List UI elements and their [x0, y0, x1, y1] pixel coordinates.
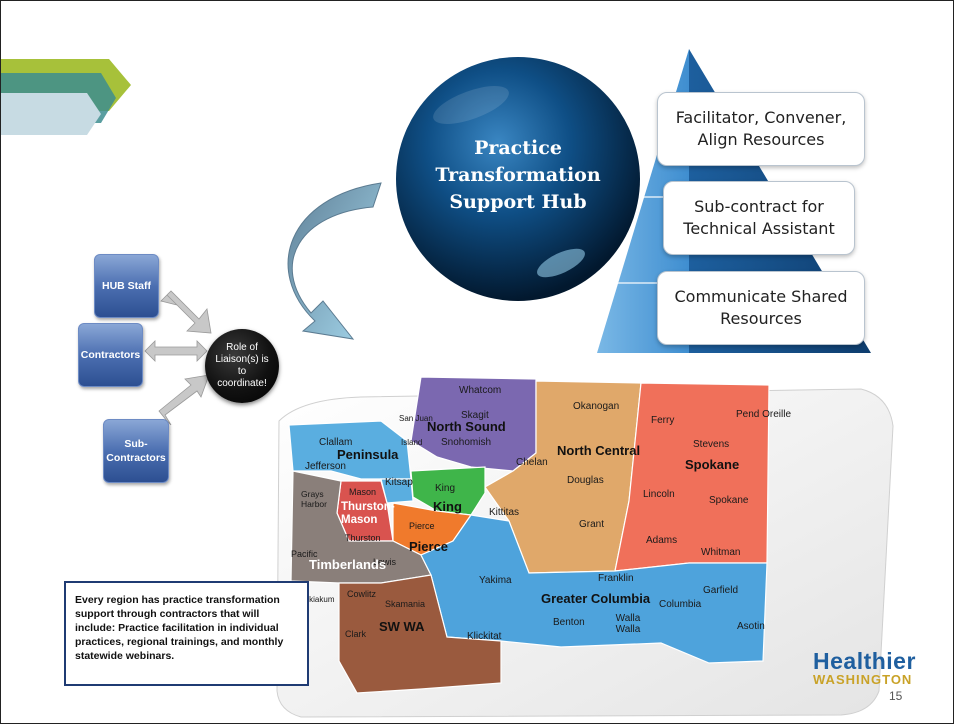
- hub-title: Practice Transformation Support Hub: [403, 135, 633, 216]
- county-label: Clark: [345, 629, 367, 639]
- healthier-washington-logo: Healthier WASHINGTON: [813, 649, 916, 687]
- county-label: King: [435, 483, 456, 494]
- note-text: Every region has practice transformation…: [75, 594, 284, 662]
- pyramid-item-facilitator: Facilitator, Convener, Align Resources: [657, 92, 865, 166]
- county-label: Skamania: [385, 599, 426, 609]
- region-label: King: [433, 499, 462, 514]
- county-label: Snohomish: [441, 437, 492, 448]
- county-label: Stevens: [693, 439, 730, 450]
- region-sw-wa: [338, 574, 502, 694]
- note-box: Every region has practice transformation…: [64, 581, 309, 686]
- region-label: Greater Columbia: [541, 591, 651, 606]
- county-label: Ferry: [651, 415, 675, 426]
- county-label: Franklin: [598, 573, 634, 584]
- region-label: Peninsula: [337, 447, 399, 462]
- header-chevron-decoration: [1, 59, 131, 135]
- contractors-box: Contractors: [78, 323, 143, 387]
- county-label: Lewis: [373, 557, 397, 567]
- liaison-circle: Role of Liaison(s) is to coordinate!: [205, 329, 279, 403]
- region-label: North Central: [557, 443, 641, 458]
- county-label: Asotin: [737, 621, 765, 632]
- county-label: Grays Harbor: [301, 489, 327, 509]
- region-label: Spokane: [685, 457, 740, 472]
- region-label: North Sound: [427, 419, 506, 434]
- county-label: Jefferson: [305, 461, 346, 472]
- county-label: Douglas: [567, 475, 604, 486]
- sub-contractors-box: Sub-Contractors: [103, 419, 169, 483]
- county-label: Walla Walla: [615, 613, 641, 635]
- county-label: Kitsap: [385, 477, 413, 488]
- logo-line-2: WASHINGTON: [813, 672, 913, 687]
- county-label: Kittitas: [489, 507, 520, 518]
- county-label: Island: [401, 438, 423, 447]
- county-label: Skagit: [461, 410, 489, 421]
- hub-title-line-1: Practice: [474, 137, 562, 159]
- county-label: Whatcom: [459, 385, 502, 396]
- hub-title-line-3: Support Hub: [449, 191, 587, 213]
- county-label: Thurston: [345, 533, 381, 543]
- region-greater-columbia: [420, 514, 768, 664]
- county-label: Cowlitz: [347, 589, 377, 599]
- county-label: Pierce: [409, 521, 435, 531]
- county-label: Garfield: [703, 585, 739, 596]
- county-label: Whitman: [701, 547, 741, 558]
- page-number: 15: [889, 689, 903, 703]
- logo-line-1: Healthier: [813, 648, 916, 674]
- county-label: Benton: [553, 617, 585, 628]
- hub-sphere: [396, 57, 640, 301]
- liaison-text: Role of Liaison(s) is to coordinate!: [215, 342, 269, 389]
- county-label: Pend Oreille: [736, 409, 792, 420]
- hub-title-line-2: Transformation: [435, 164, 601, 186]
- county-label: Mason: [349, 487, 377, 497]
- region-label: Pierce: [409, 539, 449, 554]
- hub-to-map-arrow: [287, 182, 382, 340]
- county-label: Lincoln: [643, 489, 675, 500]
- pyramid-item-subcontract: Sub-contract for Technical Assistant: [663, 181, 855, 255]
- region-label: Timberlands: [309, 557, 387, 572]
- county-label: Wahkiakum: [293, 595, 335, 604]
- county-label: Columbia: [659, 599, 702, 610]
- county-label: Klickitat: [467, 631, 502, 642]
- washington-map: [288, 376, 770, 694]
- region-label: Thurston-Mason: [341, 501, 395, 526]
- county-label: Yakima: [479, 575, 512, 586]
- county-label: Okanogan: [573, 401, 620, 412]
- county-label: San Juan: [399, 414, 433, 423]
- county-label: Chelan: [516, 457, 548, 468]
- pyramid-item-communicate: Communicate Shared Resources: [657, 271, 865, 345]
- county-label: Grant: [579, 519, 605, 530]
- hub-staff-box: HUB Staff: [94, 254, 159, 318]
- county-label: Spokane: [709, 495, 749, 506]
- county-label: Clallam: [319, 437, 353, 448]
- region-label: SW WA: [379, 619, 425, 634]
- county-label: Adams: [646, 535, 678, 546]
- county-label: Pacific: [291, 549, 318, 559]
